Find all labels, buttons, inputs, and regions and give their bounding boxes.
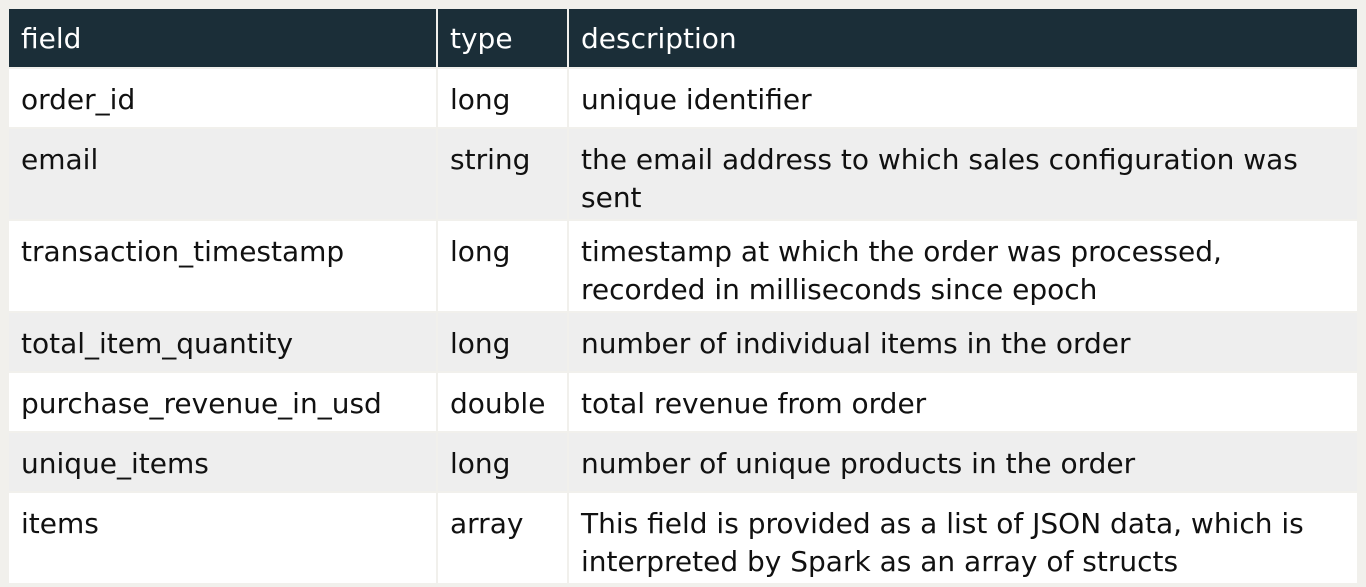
table-row: order_id long unique identifier — [9, 69, 1357, 127]
type-cell: array — [438, 493, 567, 583]
type-cell: long — [438, 221, 567, 311]
field-cell: total_item_quantity — [9, 313, 436, 371]
table-row: purchase_revenue_in_usd double total rev… — [9, 373, 1357, 431]
type-cell: double — [438, 373, 567, 431]
header-type: type — [438, 9, 567, 67]
field-cell: unique_items — [9, 433, 436, 491]
schema-table-container: field type description order_id long uni… — [7, 7, 1357, 583]
header-description: description — [569, 9, 1357, 67]
description-cell: number of unique products in the order — [569, 433, 1357, 491]
description-cell: This field is provided as a list of JSON… — [569, 493, 1357, 583]
header-row: field type description — [9, 9, 1357, 67]
table-row: items array This field is provided as a … — [9, 493, 1357, 583]
field-cell: transaction_timestamp — [9, 221, 436, 311]
table-row: transaction_timestamp long timestamp at … — [9, 221, 1357, 311]
description-cell: unique identifier — [569, 69, 1357, 127]
field-cell: purchase_revenue_in_usd — [9, 373, 436, 431]
type-cell: long — [438, 69, 567, 127]
description-cell: total revenue from order — [569, 373, 1357, 431]
field-cell: items — [9, 493, 436, 583]
table-row: unique_items long number of unique produ… — [9, 433, 1357, 491]
type-cell: string — [438, 129, 567, 219]
schema-table: field type description order_id long uni… — [7, 7, 1359, 585]
field-cell: email — [9, 129, 436, 219]
description-cell: the email address to which sales configu… — [569, 129, 1357, 219]
table-row: total_item_quantity long number of indiv… — [9, 313, 1357, 371]
description-cell: number of individual items in the order — [569, 313, 1357, 371]
header-field: field — [9, 9, 436, 67]
field-cell: order_id — [9, 69, 436, 127]
description-cell: timestamp at which the order was process… — [569, 221, 1357, 311]
type-cell: long — [438, 433, 567, 491]
type-cell: long — [438, 313, 567, 371]
table-row: email string the email address to which … — [9, 129, 1357, 219]
